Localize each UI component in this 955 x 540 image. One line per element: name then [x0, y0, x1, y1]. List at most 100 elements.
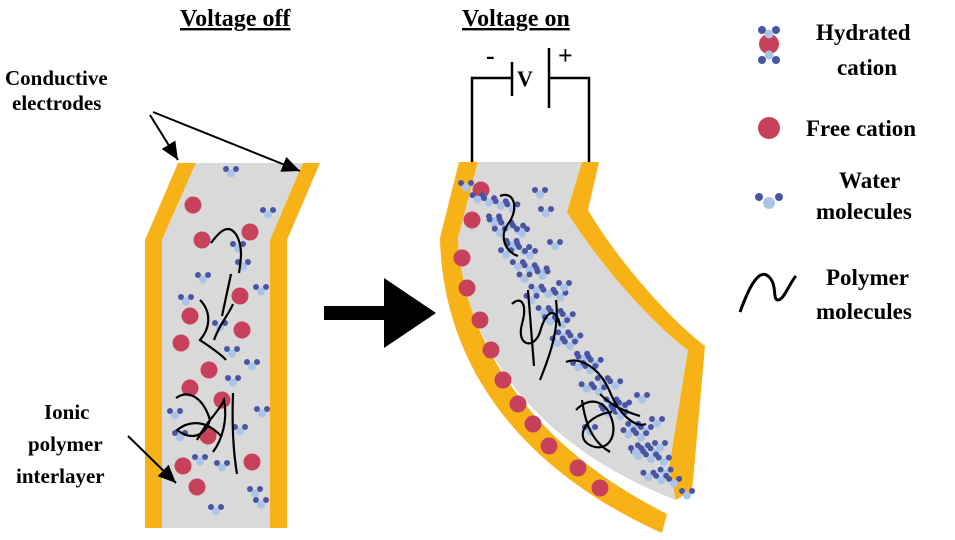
water-h-atom: [177, 408, 183, 414]
water-h-atom: [643, 451, 650, 458]
water-o-atom: [565, 342, 574, 351]
water-h-atom: [257, 486, 263, 492]
legend-water-1: Water: [839, 168, 900, 193]
water-h-atom: [192, 454, 198, 460]
water-molecule: [552, 289, 569, 302]
water-molecule: [254, 406, 270, 418]
water-h-atom: [247, 486, 253, 492]
free-cation: [494, 371, 512, 389]
water-molecule: [172, 430, 188, 442]
water-o-atom: [538, 271, 547, 280]
polymer-chain: [580, 399, 611, 453]
water-h-atom: [242, 424, 248, 430]
water-molecule: [640, 469, 657, 482]
water-h-atom: [577, 332, 584, 339]
water-o-atom: [556, 293, 565, 302]
water-o-atom: [611, 381, 620, 390]
legend-free-cation: Free cation: [806, 116, 916, 141]
water-molecule: [528, 283, 545, 296]
water-o-atom: [513, 262, 522, 271]
water-o-atom: [518, 229, 526, 238]
water-o-atom: [248, 362, 256, 371]
water-h-atom: [659, 416, 665, 422]
polymer-chain: [565, 359, 647, 426]
label-ionic-3: interlayer: [16, 464, 105, 488]
water-molecule: [532, 187, 548, 199]
water-molecule: [628, 445, 644, 457]
water-h-atom: [521, 262, 528, 269]
actuator-voltage-on: [440, 162, 705, 533]
water-molecule: [540, 286, 557, 299]
water-h-atom: [633, 430, 640, 437]
water-h-atom: [497, 247, 504, 254]
water-h-atom: [620, 427, 627, 434]
actuator-voltage-off: [145, 163, 320, 528]
label-conductive-2: electrodes: [12, 91, 101, 115]
water-h-atom: [458, 180, 464, 186]
water-o-atom: [545, 317, 554, 326]
water-molecule: [253, 497, 269, 509]
water-h-atom: [263, 284, 269, 290]
water-molecule: [607, 378, 624, 390]
water-h-atom: [481, 195, 488, 202]
water-h-atom: [625, 420, 632, 427]
water-h-atom: [607, 378, 614, 385]
right-electrode-outer: [270, 163, 320, 528]
water-h-atom: [188, 294, 194, 300]
water-molecule: [652, 440, 668, 452]
water-h-atom: [597, 356, 604, 363]
water-h-atom: [520, 222, 527, 229]
water-molecule: [556, 280, 572, 292]
water-h-atom: [254, 359, 260, 365]
water-h-atom: [516, 244, 523, 251]
water-h-atom: [491, 225, 498, 232]
water-molecule: [458, 180, 474, 192]
water-molecule: [653, 472, 670, 485]
water-h-atom: [235, 375, 241, 381]
water-h-atom: [233, 166, 239, 172]
water-h-atom: [528, 283, 535, 290]
water-molecule: [666, 475, 683, 488]
water-o-atom: [657, 476, 666, 485]
water-h-atom: [509, 259, 516, 266]
water-h-atom: [218, 504, 224, 510]
water-h-atom: [468, 180, 474, 186]
water-molecule: [253, 284, 269, 296]
polymer-chain: [231, 392, 239, 475]
water-h-atom: [532, 187, 538, 193]
water-o-atom: [542, 209, 550, 218]
water-h-atom: [253, 284, 259, 290]
water-h-atom: [569, 311, 576, 318]
water-h-atom: [504, 201, 511, 208]
water-h-atom: [270, 207, 276, 213]
water-molecule: [516, 271, 533, 284]
left-electrode-outer: [145, 163, 196, 528]
water-h-atom: [195, 272, 201, 278]
water-o-atom: [520, 275, 529, 284]
water-o-atom: [251, 489, 259, 498]
water-h-atom: [253, 497, 259, 503]
water-h-atom: [643, 430, 650, 437]
polymer-chain: [212, 303, 235, 341]
free-cation: [524, 415, 542, 433]
water-o-atom: [171, 411, 179, 420]
water-o-atom: [196, 457, 204, 466]
water-o-atom: [490, 220, 499, 229]
label-conductive-1: Conductive: [5, 66, 108, 90]
water-o-atom: [236, 427, 244, 436]
water-o-atom: [182, 297, 190, 306]
label-ionic-1: Ionic: [44, 400, 90, 424]
water-molecule: [561, 338, 578, 351]
water-h-atom: [538, 206, 544, 212]
water-h-atom: [647, 445, 654, 452]
water-molecule: [223, 166, 239, 178]
legend-polymer-2: molecules: [816, 299, 912, 324]
water-h-atom: [557, 239, 563, 245]
water-h-atom: [571, 338, 578, 345]
water-h-atom: [254, 406, 260, 412]
water-h-atom: [640, 469, 647, 476]
water-molecule: [247, 486, 263, 498]
water-o-atom: [632, 448, 640, 457]
free-cation: [471, 311, 489, 329]
water-molecule: [679, 488, 695, 500]
